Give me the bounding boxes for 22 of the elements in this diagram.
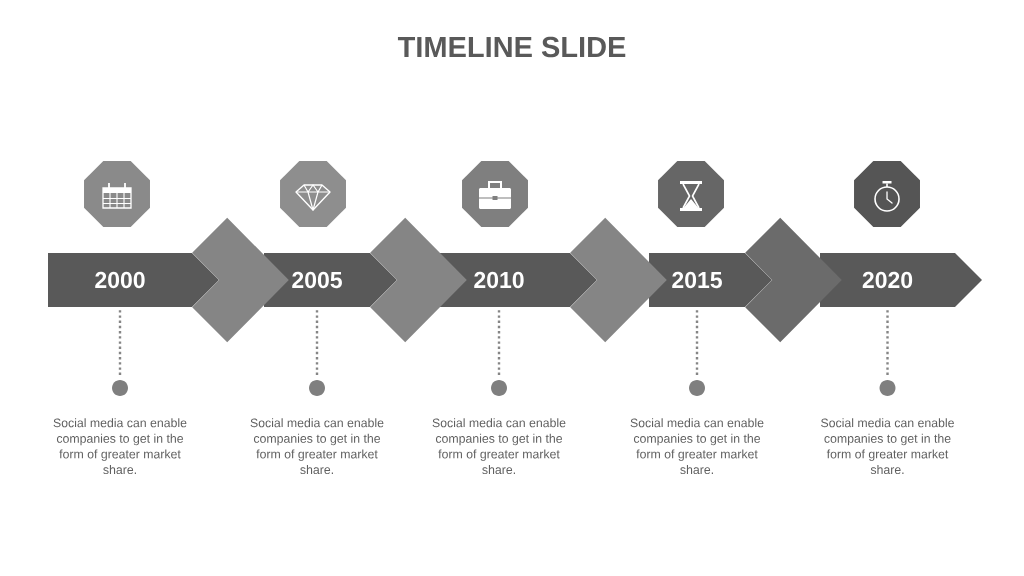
title: TIMELINE SLIDE (397, 36, 626, 58)
chevron-arrow (192, 217, 289, 343)
dotted-line (886, 310, 889, 377)
description-text: Social media can enable companies to get in the form of greater market share. (432, 418, 566, 475)
description-text: Social media can enable companies to get in the form of greater market share. (250, 418, 384, 475)
dot (309, 380, 325, 396)
dot (879, 380, 896, 396)
dot (112, 380, 128, 396)
dot (689, 380, 705, 396)
dotted-line (497, 310, 501, 377)
dot (491, 380, 507, 396)
timeline-segment: 2020 (820, 253, 982, 307)
chevron-arrow (570, 217, 667, 343)
dotted-line (695, 310, 699, 377)
chevron-arrow (745, 217, 842, 343)
dotted-line (118, 310, 122, 377)
description-text: Social media can enable companies to get in the form of greater market share. (630, 418, 764, 475)
dotted-line (315, 310, 319, 377)
description-text: Social media can enable companies to get in the form of greater market share. (821, 418, 954, 475)
chevron-arrow (370, 217, 467, 343)
description-text: Social media can enable companies to get in the form of greater market share. (53, 418, 187, 475)
timeline-segment: 2000 (48, 253, 219, 307)
